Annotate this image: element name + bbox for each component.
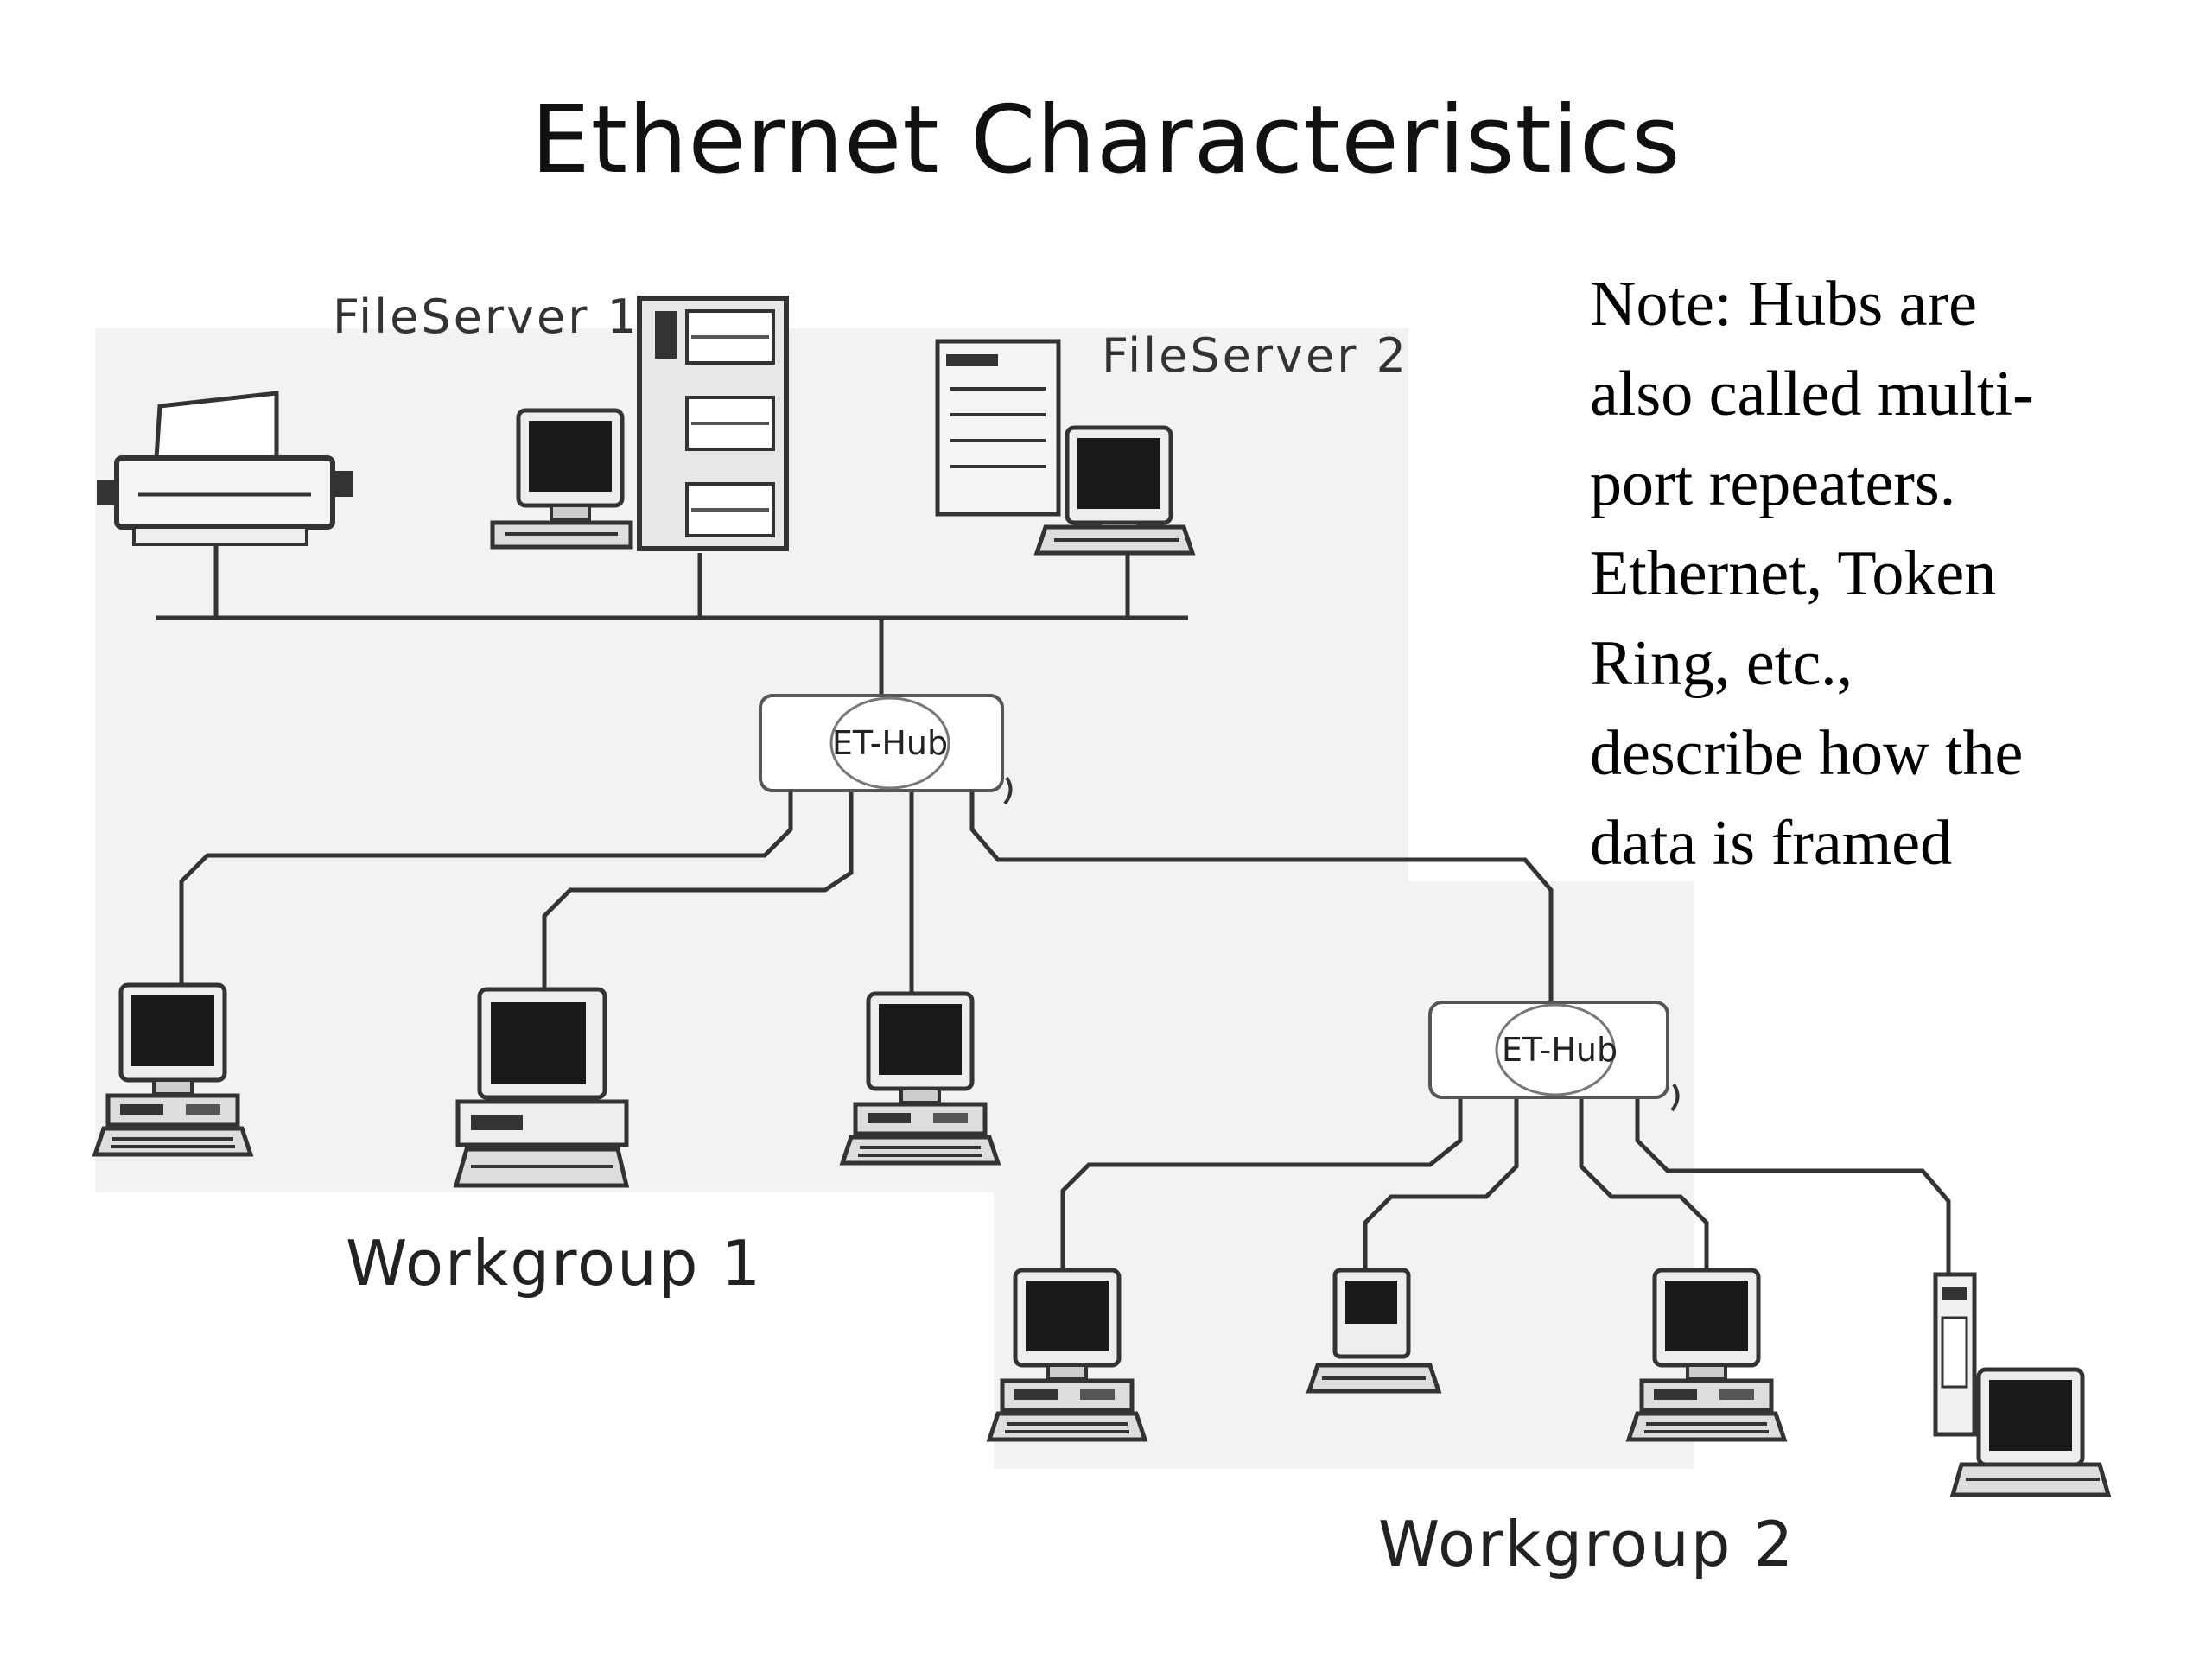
- hub-icon: [759, 694, 1013, 805]
- fileserver1-label: FileServer 1: [333, 289, 639, 344]
- printer-icon: [97, 391, 353, 546]
- fileserver2-label: FileServer 2: [1102, 328, 1408, 383]
- computer-icon: [453, 987, 630, 1188]
- mac-computer-icon: [1306, 1268, 1442, 1394]
- tower-computer-icon: [1933, 1272, 2112, 1497]
- workgroup2-label: Workgroup 2: [1378, 1508, 1796, 1580]
- workgroup1-label: Workgroup 1: [346, 1227, 763, 1300]
- hub1-label: ET-Hub: [831, 724, 949, 762]
- hub-note: Note: Hubs are also called multi- port r…: [1590, 269, 2034, 879]
- slide-title: Ethernet Characteristics: [531, 86, 1681, 194]
- workstation-icon: [490, 410, 633, 550]
- desktop-server-icon: [935, 339, 1196, 556]
- network-cables: [156, 544, 1951, 1279]
- hub-icon: [1428, 1001, 1680, 1112]
- tower-server-icon: [637, 296, 789, 551]
- hub2-label: ET-Hub: [1501, 1031, 1618, 1069]
